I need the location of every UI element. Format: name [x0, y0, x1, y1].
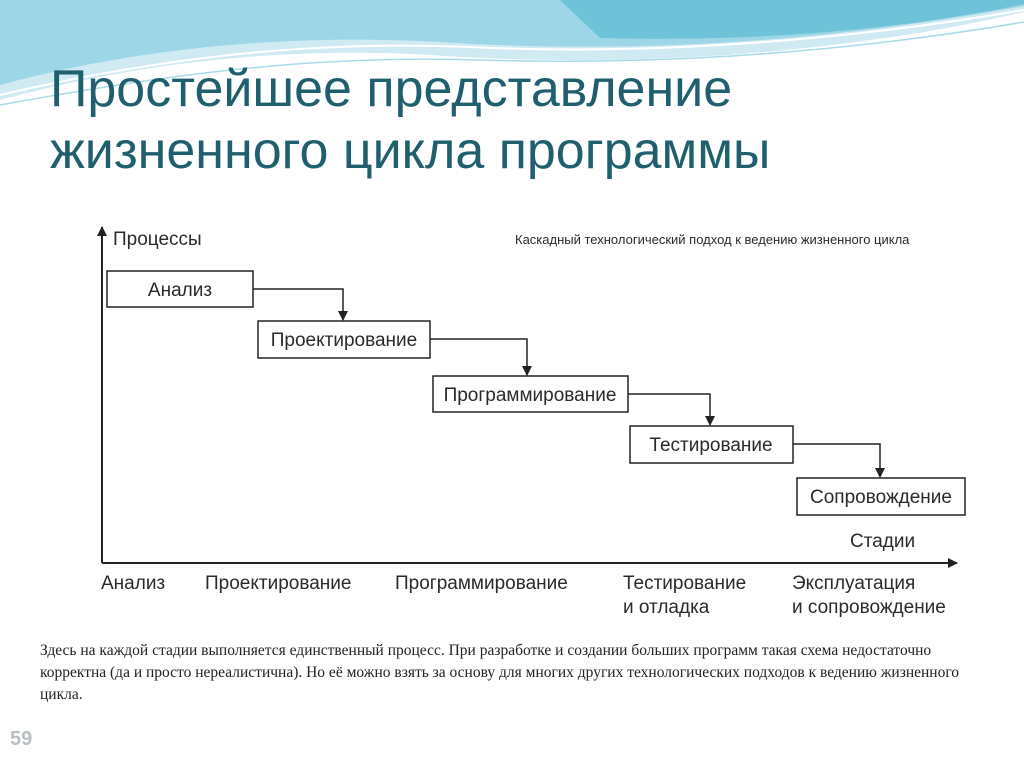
stage-label-design: Проектирование — [205, 573, 351, 594]
header-wave-decoration — [0, 0, 1024, 106]
stage-label-testing: Тестирование — [623, 573, 746, 594]
process-label-testing: Тестирование — [649, 435, 772, 456]
connector-arrow-4 — [793, 443, 885, 478]
diagram-caption: Каскадный технологический подход к веден… — [515, 232, 910, 247]
slide-number: 59 — [10, 728, 33, 750]
process-label-analysis: Анализ — [148, 280, 212, 301]
slide-title-line-2: жизненного цикла программы — [50, 122, 771, 181]
y-axis-label: Процессы — [113, 229, 202, 250]
slide-title-line-1: Простейшее представление — [50, 60, 733, 118]
slide-title: Простейшее представление жизненного цикл… — [50, 58, 990, 183]
connector-arrow-3 — [628, 393, 715, 426]
connector-arrow-2 — [430, 338, 532, 376]
stage-label-analysis: Анализ — [101, 573, 165, 594]
stage-label-testing-line2: и отладка — [623, 597, 710, 618]
process-box-testing — [629, 425, 794, 464]
connector-arrow-1 — [253, 288, 348, 321]
process-box-maintenance — [796, 477, 966, 516]
description-text: Здесь на каждой стадии выполняется единс… — [40, 642, 960, 703]
stage-label-operation: Эксплуатация — [792, 573, 915, 594]
process-label-programming: Программирование — [444, 385, 617, 406]
x-axis-label: Стадии — [850, 531, 915, 552]
process-label-maintenance: Сопровождение — [810, 487, 952, 508]
process-label-design: Проектирование — [271, 330, 417, 351]
waterfall-diagram: Процессы Стадии Каскадный технологически… — [75, 205, 987, 625]
stage-label-operation-line2: и сопровождение — [792, 597, 946, 618]
stage-label-programming: Программирование — [395, 573, 568, 594]
process-box-programming — [432, 375, 629, 413]
